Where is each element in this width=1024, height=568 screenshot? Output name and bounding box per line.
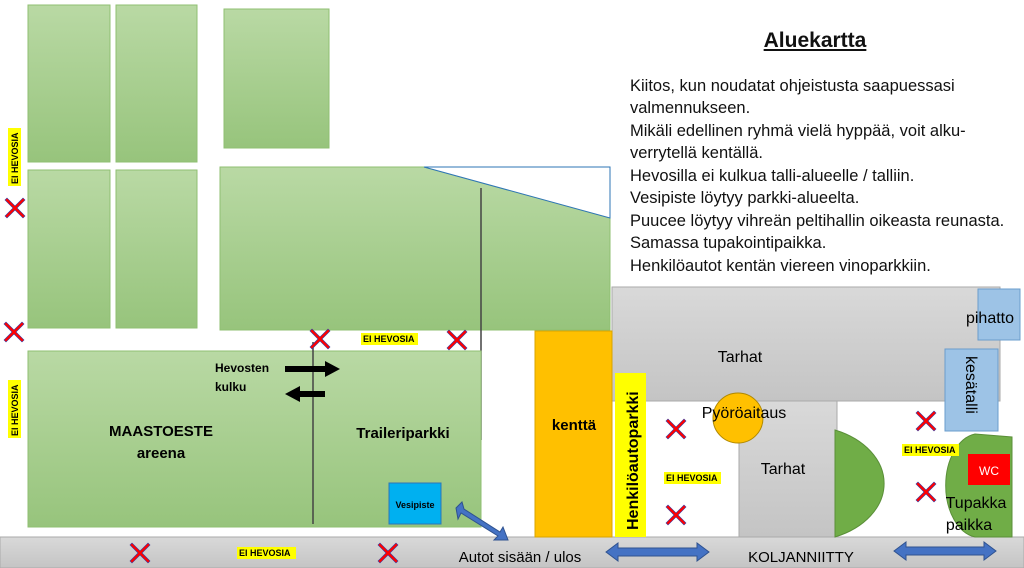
water-point bbox=[388, 482, 442, 525]
no-horses-label: EI HEVOSIA bbox=[239, 548, 291, 558]
wc-label: WC bbox=[979, 464, 999, 478]
field-1 bbox=[27, 4, 111, 163]
no-entry-x-icon bbox=[915, 481, 937, 503]
info-line: Henkilöautot kentän viereen vinoparkkiin… bbox=[630, 256, 931, 275]
pihatto bbox=[977, 288, 1021, 341]
summer-stable-label: kesätalli bbox=[962, 356, 979, 414]
smoking-label: Tupakka bbox=[946, 495, 1007, 512]
field-kentta bbox=[534, 330, 613, 538]
no-horses-label: EI HEVOSIA bbox=[363, 334, 415, 344]
no-entry-x-icon bbox=[446, 329, 468, 351]
cars-in-out-label: Autot sisään / ulos bbox=[459, 549, 582, 566]
horse-route-label: Hevosten bbox=[215, 361, 269, 375]
road-label: KOLJANNIITTY bbox=[748, 549, 854, 566]
field-2 bbox=[115, 4, 198, 163]
wc-box bbox=[968, 454, 1010, 485]
double-arrow-icon bbox=[605, 542, 710, 562]
info-panel: Aluekartta Kiitos, kun noudatat ohjeistu… bbox=[630, 29, 1020, 277]
white-triangle bbox=[423, 166, 611, 219]
map-title: Aluekartta bbox=[763, 29, 867, 52]
info-line: Puucee löytyy vihreän peltihallin oikeas… bbox=[630, 211, 1005, 253]
car-arrow-diagonal-icon bbox=[455, 501, 509, 541]
field-large bbox=[219, 166, 611, 331]
no-entry-x-icon bbox=[915, 410, 937, 432]
no-entry-x-icon bbox=[665, 418, 687, 440]
round-pen-label: Pyöröaitaus bbox=[702, 405, 787, 422]
arena-label: MAASTOESTE bbox=[109, 423, 213, 440]
no-entry-x-icon bbox=[309, 328, 331, 350]
paddocks-lower-label: Tarhat bbox=[761, 461, 806, 478]
no-entry-x-icon bbox=[3, 321, 25, 343]
kesatalli bbox=[944, 348, 999, 432]
field-3 bbox=[223, 8, 330, 149]
round-pen bbox=[712, 392, 764, 444]
no-horses-label: EI HEVOSIA bbox=[10, 384, 20, 436]
road bbox=[0, 536, 1024, 568]
info-line: Mikäli edellinen ryhmä vielä hyppää, voi… bbox=[630, 121, 966, 163]
paddocks-top bbox=[611, 286, 1001, 402]
field-label: kenttä bbox=[552, 417, 597, 434]
no-horses-label: EI HEVOSIA bbox=[666, 473, 718, 483]
no-horses-label: EI HEVOSIA bbox=[10, 132, 20, 184]
green-hall-left bbox=[834, 429, 885, 538]
pihatto-label: pihatto bbox=[966, 310, 1014, 327]
water-point-label: Vesipiste bbox=[395, 500, 434, 510]
paddocks-top-label: Tarhat bbox=[718, 349, 763, 366]
info-line: Kiitos, kun noudatat ohjeistusta saapues… bbox=[630, 76, 955, 118]
arena-label-2: areena bbox=[137, 445, 186, 462]
double-arrow-icon bbox=[893, 541, 997, 561]
trailer-parking-label: Traileriparkki bbox=[356, 425, 449, 442]
info-line: Vesipiste löytyy parkki-alueelta. bbox=[630, 189, 860, 207]
horse-route-label-2: kulku bbox=[215, 380, 246, 394]
no-horses-label: EI HEVOSIA bbox=[904, 445, 956, 455]
field-4 bbox=[27, 169, 111, 329]
car-parking bbox=[615, 373, 646, 537]
no-entry-x-icon bbox=[665, 504, 687, 526]
no-entry-x-icon bbox=[4, 197, 26, 219]
info-line: Hevosilla ei kulkua talli-alueelle / tal… bbox=[630, 166, 915, 185]
field-5 bbox=[115, 169, 198, 329]
arrow-left-icon bbox=[285, 386, 325, 402]
smoking-label-2: paikka bbox=[946, 517, 992, 534]
car-parking-label: Henkilöautoparkki bbox=[625, 391, 642, 530]
arrow-right-icon bbox=[285, 361, 340, 377]
